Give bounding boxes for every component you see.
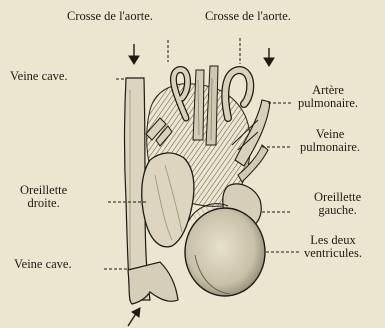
label-oreillette-droite-line2: droite.	[20, 197, 67, 210]
label-artere-pulmonaire: Artère pulmonaire.	[298, 84, 358, 110]
label-les-deux-ventricules: Les deux ventricules.	[304, 234, 362, 260]
vena-cava-lower	[128, 262, 178, 304]
top-arrows	[129, 38, 274, 66]
label-oreillette-gauche-line2: gauche.	[314, 204, 361, 217]
ventricles	[185, 208, 265, 296]
label-oreillette-gauche: Oreillette gauche.	[314, 191, 361, 217]
label-crosse-aorte-left: Crosse de l'aorte.	[67, 10, 153, 23]
label-veine-cave-bottom: Veine cave.	[14, 258, 72, 271]
right-atrium	[142, 153, 194, 247]
bottom-arrow	[128, 308, 140, 326]
label-les-deux-ventricules-line2: ventricules.	[304, 247, 362, 260]
label-crosse-aorte-right: Crosse de l'aorte.	[205, 10, 291, 23]
vessel-trunk-2	[206, 66, 218, 145]
label-veine-cave-top: Veine cave.	[10, 70, 68, 83]
label-veine-pulmonaire-line2: pulmonaire.	[300, 141, 360, 154]
label-veine-pulmonaire: Veine pulmonaire.	[300, 128, 360, 154]
label-oreillette-droite: Oreillette droite.	[20, 184, 67, 210]
label-artere-pulmonaire-line2: pulmonaire.	[298, 97, 358, 110]
